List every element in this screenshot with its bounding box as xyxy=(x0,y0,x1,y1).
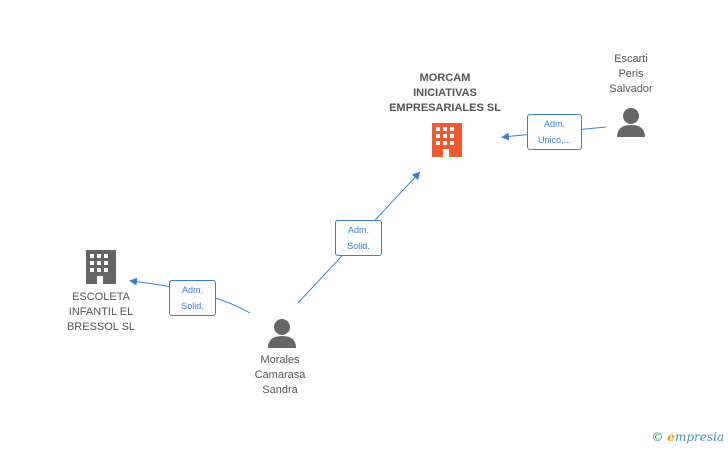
node-label-escoleta[interactable]: ESCOLETA INFANTIL EL BRESSOL SL xyxy=(66,291,136,333)
edge-label-escarti-main[interactable]: Adm. Unico,... xyxy=(527,114,582,150)
building-icon[interactable] xyxy=(86,250,116,284)
empresia-watermark: © empresia xyxy=(651,430,724,444)
node-label-morcam[interactable]: MORCAM INICIATIVAS EMPRESARIALES SL xyxy=(389,72,501,114)
node-label-morales[interactable]: Morales Camarasa Sandra xyxy=(254,354,306,396)
edge-label-morales-escoleta[interactable]: Adm. Solid. xyxy=(169,280,216,316)
edge-label-morales-main[interactable]: Adm. Solid. xyxy=(335,220,382,256)
brand-initial: e xyxy=(667,430,675,444)
person-icon[interactable] xyxy=(268,319,296,348)
node-label-escarti[interactable]: Escarti Peris Salvador xyxy=(609,53,653,95)
building-icon[interactable] xyxy=(432,123,462,157)
copyright-icon: © xyxy=(651,430,664,444)
person-icon[interactable] xyxy=(617,108,645,137)
brand-name: mpresia xyxy=(674,430,724,444)
